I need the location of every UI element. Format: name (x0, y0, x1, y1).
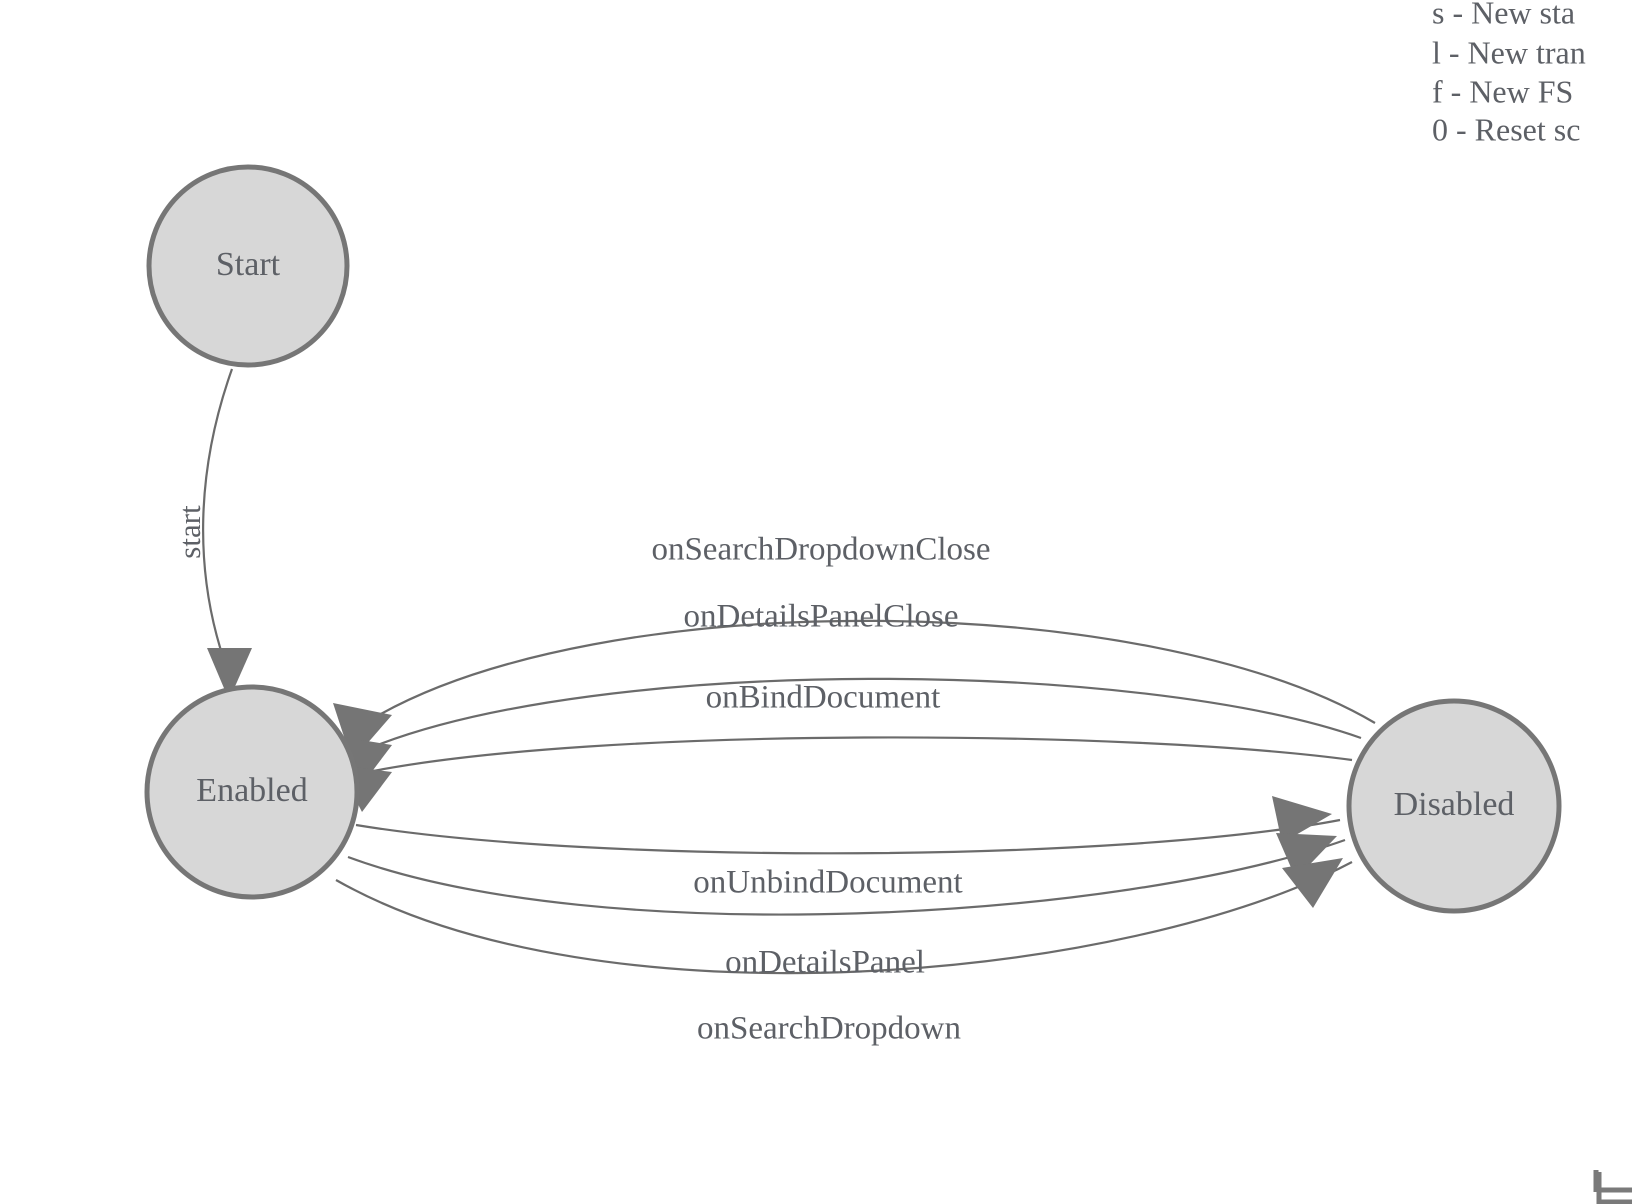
edge-path-details-panel-close[interactable] (369, 677, 1362, 750)
help-overlay: s - New sta l - New tran f - New FS 0 - … (1432, 0, 1586, 147)
edge-path-unbind-document[interactable] (355, 818, 1341, 855)
edge-label-bind-document: onBindDocument (706, 680, 941, 716)
edge-group-enabled-to-disabled (335, 796, 1353, 975)
corner-bracket-edge (1596, 1172, 1632, 1204)
corner-bracket-bottom-right (1593, 1170, 1632, 1204)
edge-label-unbind-document: onUnbindDocument (693, 865, 962, 901)
edge-arrowhead-start (207, 648, 252, 700)
state-node-start[interactable]: Start (146, 164, 350, 368)
state-circle-enabled[interactable] (144, 684, 360, 900)
edge-path-bind-document[interactable] (367, 736, 1353, 774)
edge-path-details-panel[interactable] (347, 838, 1346, 916)
edge-group-start-to-enabled (202, 368, 252, 700)
edge-label-details-panel-close: onDetailsPanelClose (684, 599, 959, 635)
edge-label-search-dropdown-close: onSearchDropdownClose (651, 532, 990, 568)
corner-bracket-path (1593, 1170, 1632, 1193)
edge-path-search-dropdown-close[interactable] (371, 619, 1376, 724)
state-circle-disabled[interactable] (1346, 698, 1562, 914)
help-line-new-fsm: f - New FS (1432, 73, 1573, 109)
edge-label-search-dropdown: onSearchDropdown (697, 1011, 961, 1047)
help-line-new-transition: l - New tran (1432, 34, 1586, 70)
help-line-new-state: s - New sta (1432, 0, 1575, 30)
edge-arrowhead-unbind-document (1272, 796, 1332, 843)
edge-group-disabled-to-enabled (333, 619, 1376, 812)
state-label-start: Start (216, 246, 281, 283)
edge-label-details-panel: onDetailsPanel (725, 945, 925, 981)
edge-path-search-dropdown[interactable] (335, 861, 1353, 975)
edge-arrowhead-search-dropdown (1282, 858, 1343, 908)
state-node-disabled[interactable]: Disabled (1346, 698, 1562, 914)
state-circle-start[interactable] (146, 164, 350, 368)
edge-path-start[interactable] (202, 368, 234, 661)
state-label-disabled: Disabled (1394, 786, 1515, 823)
state-node-enabled[interactable]: Enabled (144, 684, 360, 900)
help-line-reset-scale: 0 - Reset sc (1432, 111, 1580, 147)
edge-label-start: start (172, 505, 207, 559)
state-label-enabled: Enabled (196, 772, 307, 809)
edge-label-group: start onSearchDropdownClose onDetailsPan… (172, 505, 990, 1047)
